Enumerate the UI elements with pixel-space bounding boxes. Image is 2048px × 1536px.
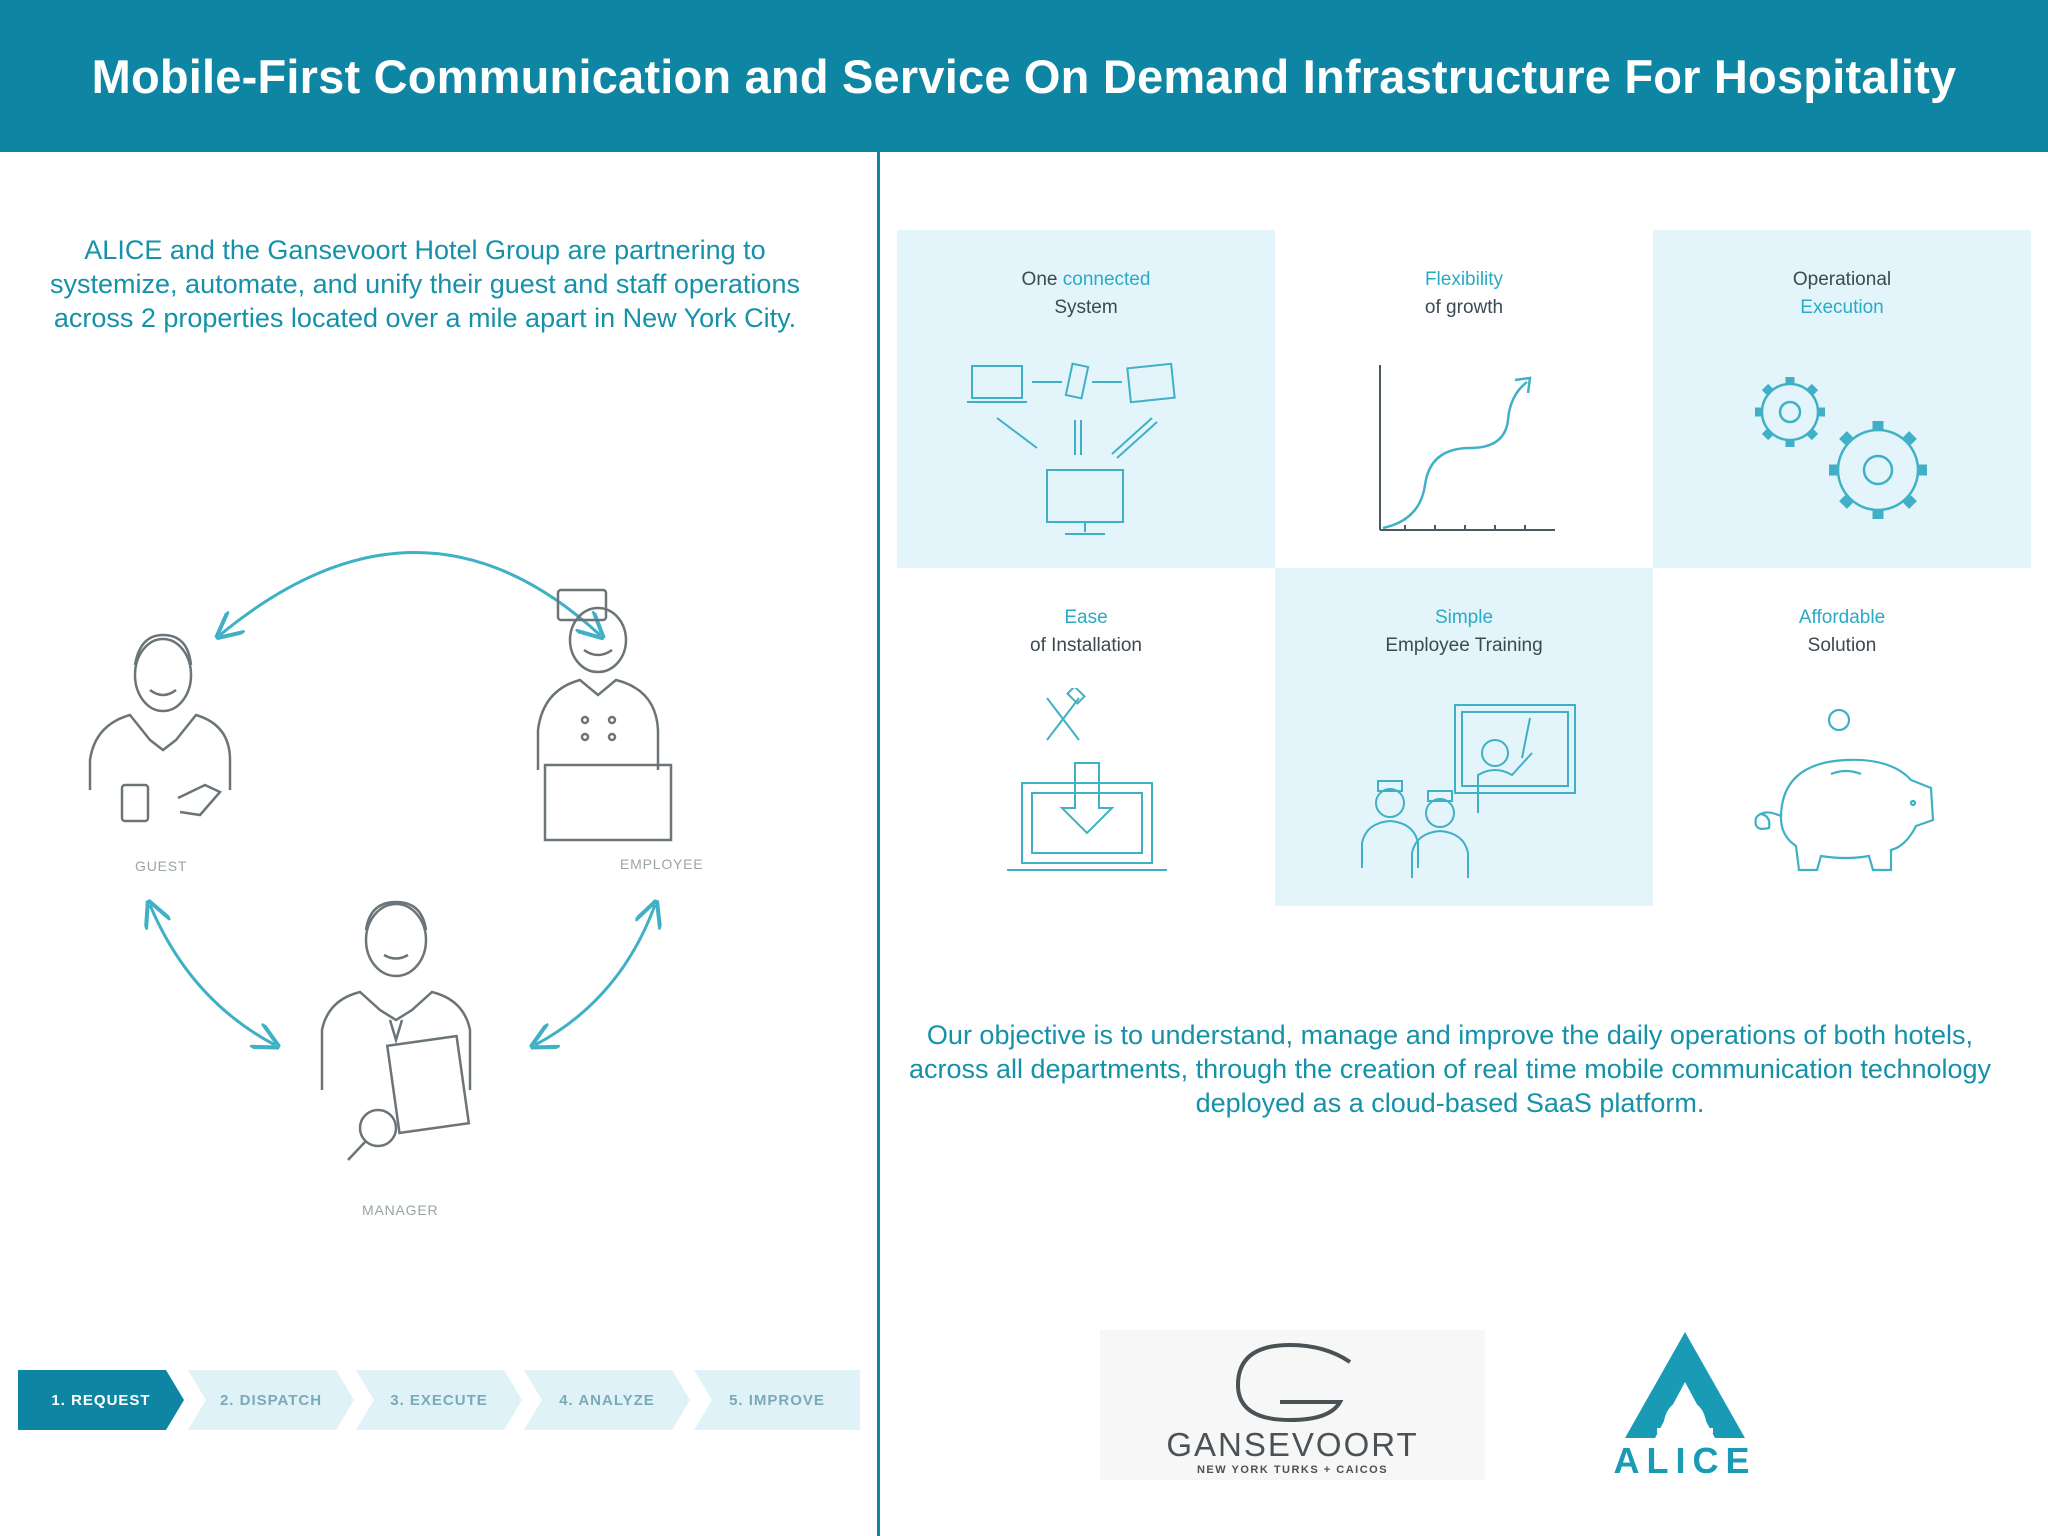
chevron-shape: [18, 1370, 184, 1430]
alice-logo-icon: [1625, 1332, 1745, 1438]
feature-title: Simple Employee Training: [1385, 607, 1543, 656]
chevron-shape: [188, 1370, 354, 1430]
employee-icon: [536, 588, 673, 842]
gansevoort-wordmark: GANSEVOORT: [1166, 1426, 1419, 1463]
process-pipeline: 1. REQUEST 2. DISPATCH 3. EXECUTE 4. ANA…: [18, 1370, 860, 1430]
page-title: Mobile-First Communication and Service O…: [91, 49, 1957, 103]
cycle-arrows: [88, 551, 673, 1161]
guest-icon: [88, 633, 232, 823]
feature-tile-installation: Ease of Installation: [897, 568, 1275, 906]
intro-paragraph: ALICE and the Gansevoort Hotel Group are…: [50, 235, 800, 333]
pipeline-step-execute: 3. EXECUTE: [356, 1370, 522, 1430]
arrow-guest-manager: [150, 905, 275, 1045]
feature-title: Ease of Installation: [1030, 607, 1142, 656]
gears-icon: [1755, 377, 1927, 519]
devices-sync-icon: [967, 362, 1176, 535]
arrow-guest-employee: [220, 551, 600, 636]
gansevoort-g-mark: [1235, 1342, 1352, 1423]
piggy-bank-icon: [1754, 708, 1935, 872]
growth-curve-icon: [1379, 365, 1555, 531]
chevron-shape: [356, 1370, 522, 1430]
feature-tile-flexibility: Flexibility of growth: [1275, 230, 1653, 568]
header-bar: Mobile-First Communication and Service O…: [0, 0, 2048, 152]
training-board-icon: [1361, 704, 1576, 878]
feature-title: Affordable Solution: [1798, 607, 1886, 656]
feature-tile-connected-system: One connected System: [897, 230, 1275, 568]
pipeline-step-dispatch: 2. DISPATCH: [188, 1370, 354, 1430]
feature-tile-operational: Operational Execution: [1653, 230, 2031, 568]
chevron-shape: [524, 1370, 690, 1430]
chevron-shape: [694, 1370, 860, 1430]
feature-tile-training: Simple Employee Training: [1275, 568, 1653, 906]
alice-wordmark: ALICE: [1613, 1440, 1757, 1481]
feature-title: Flexibility of growth: [1424, 269, 1504, 318]
feature-tile-affordable: Affordable Solution: [1653, 568, 2031, 906]
manager-icon: [320, 900, 472, 1161]
gansevoort-locations: NEW YORK TURKS + CAICOS: [1196, 1464, 1389, 1476]
role-label-guest: GUEST: [135, 858, 188, 874]
role-label-employee: EMPLOYEE: [620, 856, 704, 872]
pipeline-step-analyze: 4. ANALYZE: [524, 1370, 690, 1430]
vertical-divider: [877, 152, 880, 1536]
pipeline-step-improve: 5. IMPROVE: [694, 1370, 860, 1430]
laptop-install-icon: [1007, 688, 1167, 871]
feature-title: Operational Execution: [1792, 269, 1892, 318]
feature-title: One connected System: [1021, 269, 1151, 318]
gansevoort-logo: GANSEVOORT NEW YORK TURKS + CAICOS: [1100, 1330, 1485, 1480]
pipeline-step-request: 1. REQUEST: [18, 1370, 184, 1430]
arrow-employee-manager: [535, 905, 655, 1045]
role-label-manager: MANAGER: [362, 1202, 439, 1218]
objective-paragraph: Our objective is to understand, manage a…: [908, 1020, 1992, 1118]
role-cycle-diagram: GUEST EMPLOYEE MANAGER: [60, 530, 780, 1230]
